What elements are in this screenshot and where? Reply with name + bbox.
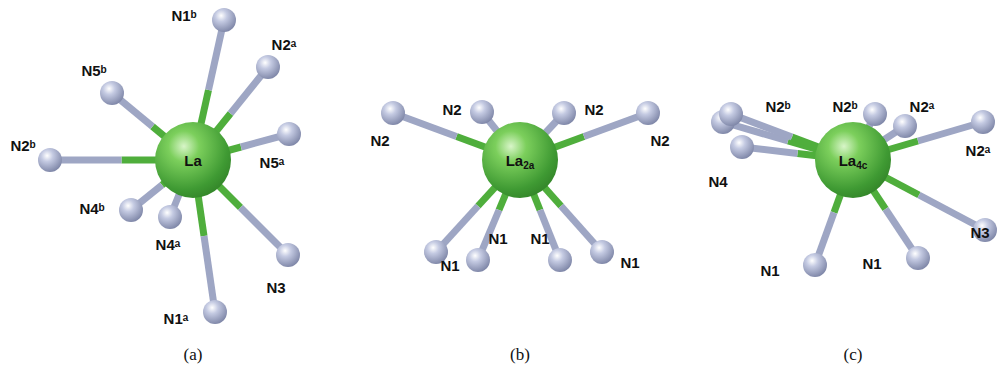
atom-label: N2ᵃ (910, 98, 935, 115)
nitrogen-atom (158, 205, 182, 229)
nitrogen-atom (971, 110, 995, 134)
atom-label: N4ᵇ (79, 200, 104, 217)
panel-caption: (a) (184, 345, 203, 365)
atom-label: N1 (440, 257, 459, 274)
nitrogen-atom (212, 8, 236, 32)
atom-label: N1 (760, 262, 779, 279)
atom-label: N4 (708, 173, 727, 190)
atom-label: N2ᵃ (966, 142, 991, 159)
nitrogen-atom (381, 101, 405, 125)
nitrogen-atom (893, 114, 917, 138)
site-subscript: 2a (523, 160, 534, 171)
atom-label: N2ᵇ (765, 98, 790, 115)
nitrogen-atom (256, 55, 280, 79)
atom-label: N1 (530, 230, 549, 247)
atom-label: N2ᵇ (10, 137, 35, 154)
site-subscript: 4c (856, 160, 867, 171)
atom-label: N1 (620, 254, 639, 271)
atom-label: N2ᵇ (832, 98, 857, 115)
atom-label: N2 (370, 132, 389, 149)
atom-label: N1 (862, 255, 881, 272)
nitrogen-atom (276, 243, 300, 267)
lanthanum-atom: La4c (815, 122, 891, 198)
nitrogen-atom (548, 248, 572, 272)
atom-label: N2 (442, 101, 461, 118)
atom-label: N2 (650, 132, 669, 149)
nitrogen-atom (906, 246, 930, 270)
lanthanum-atom: La (155, 122, 231, 198)
atom-label: N5ᵃ (260, 154, 285, 171)
atom-label: N1ᵃ (164, 310, 189, 327)
atom-symbol: La (184, 152, 202, 169)
nitrogen-atom (803, 253, 827, 277)
nitrogen-atom (38, 148, 62, 172)
atom-label: N2ᵃ (272, 36, 297, 53)
atom-symbol: La (506, 152, 524, 169)
nitrogen-atom (470, 100, 494, 124)
atom-label: N1ᵇ (171, 7, 196, 24)
nitrogen-atom (203, 300, 227, 324)
lanthanum-atom: La2a (482, 122, 558, 198)
nitrogen-atom (100, 81, 124, 105)
panel-caption: (b) (510, 345, 530, 365)
panel-caption: (c) (844, 345, 863, 365)
nitrogen-atom (590, 240, 614, 264)
nitrogen-atom (466, 248, 490, 272)
nitrogen-atom (119, 198, 143, 222)
atom-label: N3 (970, 224, 989, 241)
atom-label: N2 (584, 101, 603, 118)
atom-label: N1 (488, 230, 507, 247)
atom-label: N3 (266, 279, 285, 296)
nitrogen-atom (863, 102, 887, 126)
nitrogen-atom (636, 101, 660, 125)
nitrogen-atom (277, 122, 301, 146)
atom-label: N5ᵇ (81, 62, 106, 79)
nitrogen-atom (552, 101, 576, 125)
nitrogen-atom (730, 135, 754, 159)
atom-symbol: La (839, 152, 857, 169)
nitrogen-atom (719, 102, 743, 126)
atom-label: N4ᵃ (156, 236, 181, 253)
